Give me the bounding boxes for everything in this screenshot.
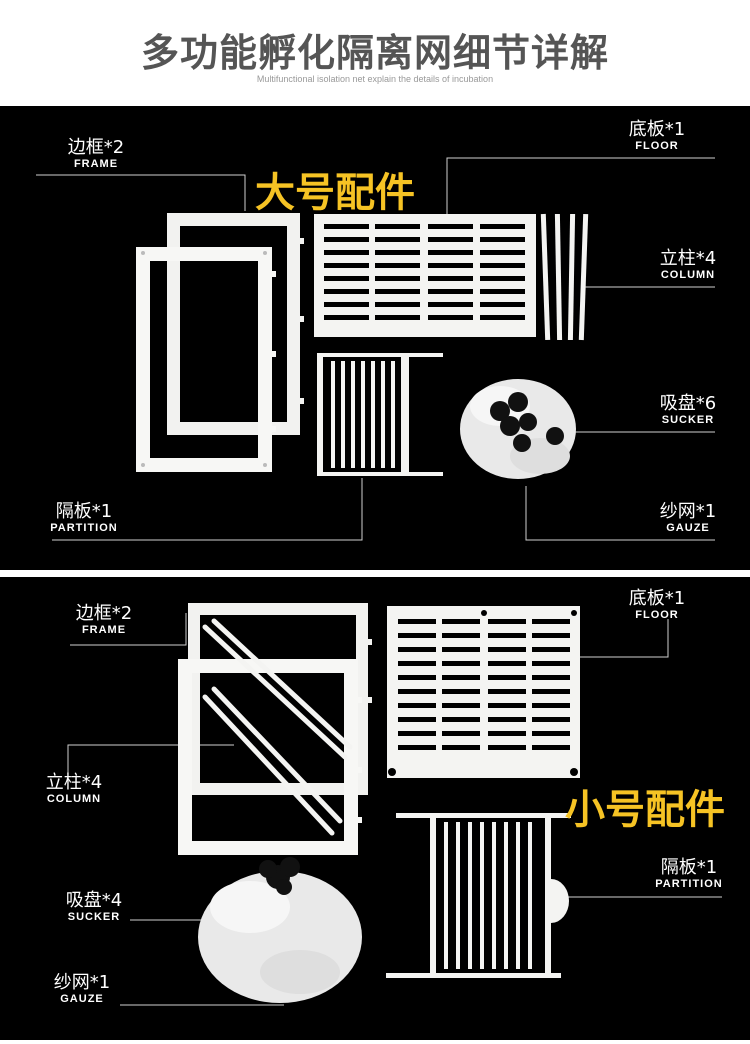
large-sucker-label-en: SUCKER [661,414,715,426]
small-partition [386,813,571,978]
small-floor-label: 底板*1 FLOOR [625,589,689,622]
small-partition-label-zh: 隔板*1 [660,857,718,878]
small-column-label-zh: 立柱*4 [45,772,103,793]
small-partition-label: 隔板*1 PARTITION [655,858,723,891]
large-floor-label-en: FLOOR [635,140,679,152]
large-frame-label-zh: 边框*2 [67,137,125,158]
floor-leader-line [446,157,715,226]
small-frame-front [178,659,362,855]
gauze-leader-line [525,486,715,541]
small-floor-plate [387,606,580,778]
large-floor-label-zh: 底板*1 [628,119,686,140]
large-gauze-label: 纱网*1 GAUZE [656,502,720,535]
large-frame-label-en: FRAME [73,158,119,170]
large-accessories-heading: 大号配件 [255,170,415,216]
page-title: 多功能孵化隔离网细节详解 [140,31,609,75]
large-column-label: 立柱*4 COLUMN [656,249,720,282]
large-frame-back [167,213,304,435]
large-floor-label: 底板*1 FLOOR [625,120,689,153]
small-accessories-panel: 小号配件 边框*2 FRAME 底板*1 FLOOR 立柱*4 COLUMN 吸… [0,577,750,1040]
page-subtitle: Multifunctional isolation net explain th… [256,74,494,84]
small-gauze-label-en: GAUZE [60,993,104,1005]
large-sucker-label-zh: 吸盘*6 [659,393,717,414]
large-floor-plate [314,214,536,337]
small-sucker-label: 吸盘*4 SUCKER [62,891,126,924]
small-partition-label-en: PARTITION [655,878,723,890]
large-gauze-label-zh: 纱网*1 [659,501,717,522]
small-sucker-label-en: SUCKER [67,911,121,923]
small-gauze-label-zh: 纱网*1 [53,972,111,993]
large-accessories-panel: 大号配件 边框*2 FRAME 底板*1 FLOOR 立柱*4 COLUMN 吸… [0,106,750,570]
large-partition-label: 隔板*1 PARTITION [50,502,118,535]
small-frame-label-en: FRAME [81,624,127,636]
small-frame-label-zh: 边框*2 [75,603,133,624]
small-gauze-label: 纱网*1 GAUZE [50,973,114,1006]
large-partition [317,353,443,476]
floor-leader-line [580,619,669,658]
large-gauze-label-en: GAUZE [666,522,710,534]
small-column-label-en: COLUMN [46,793,102,805]
frame-leader-line [70,613,187,646]
small-sucker-label-zh: 吸盘*4 [65,890,123,911]
large-column-label-zh: 立柱*4 [659,248,717,269]
small-frame-label: 边框*2 FRAME [72,604,136,637]
small-accessories-heading: 小号配件 [565,787,725,833]
large-partition-label-en: PARTITION [50,522,118,534]
small-floor-label-en: FLOOR [635,609,679,621]
large-frame-front [136,247,276,472]
large-column-label-en: COLUMN [660,269,716,281]
small-frame-back [188,603,372,795]
small-columns [202,618,353,836]
large-sucker-label: 吸盘*6 SUCKER [656,394,720,427]
small-floor-label-zh: 底板*1 [628,588,686,609]
large-gauze-and-suckers [460,379,576,479]
large-parts-photo [36,157,715,541]
frame-leader-line [36,174,246,211]
large-partition-label-zh: 隔板*1 [55,501,113,522]
small-gauze-and-suckers [198,857,362,1003]
partition-leader-line [52,478,363,541]
small-parts-photo [67,603,722,1006]
large-columns [540,213,589,341]
small-column-label: 立柱*4 COLUMN [42,773,106,806]
large-frame-label: 边框*2 FRAME [64,138,128,171]
